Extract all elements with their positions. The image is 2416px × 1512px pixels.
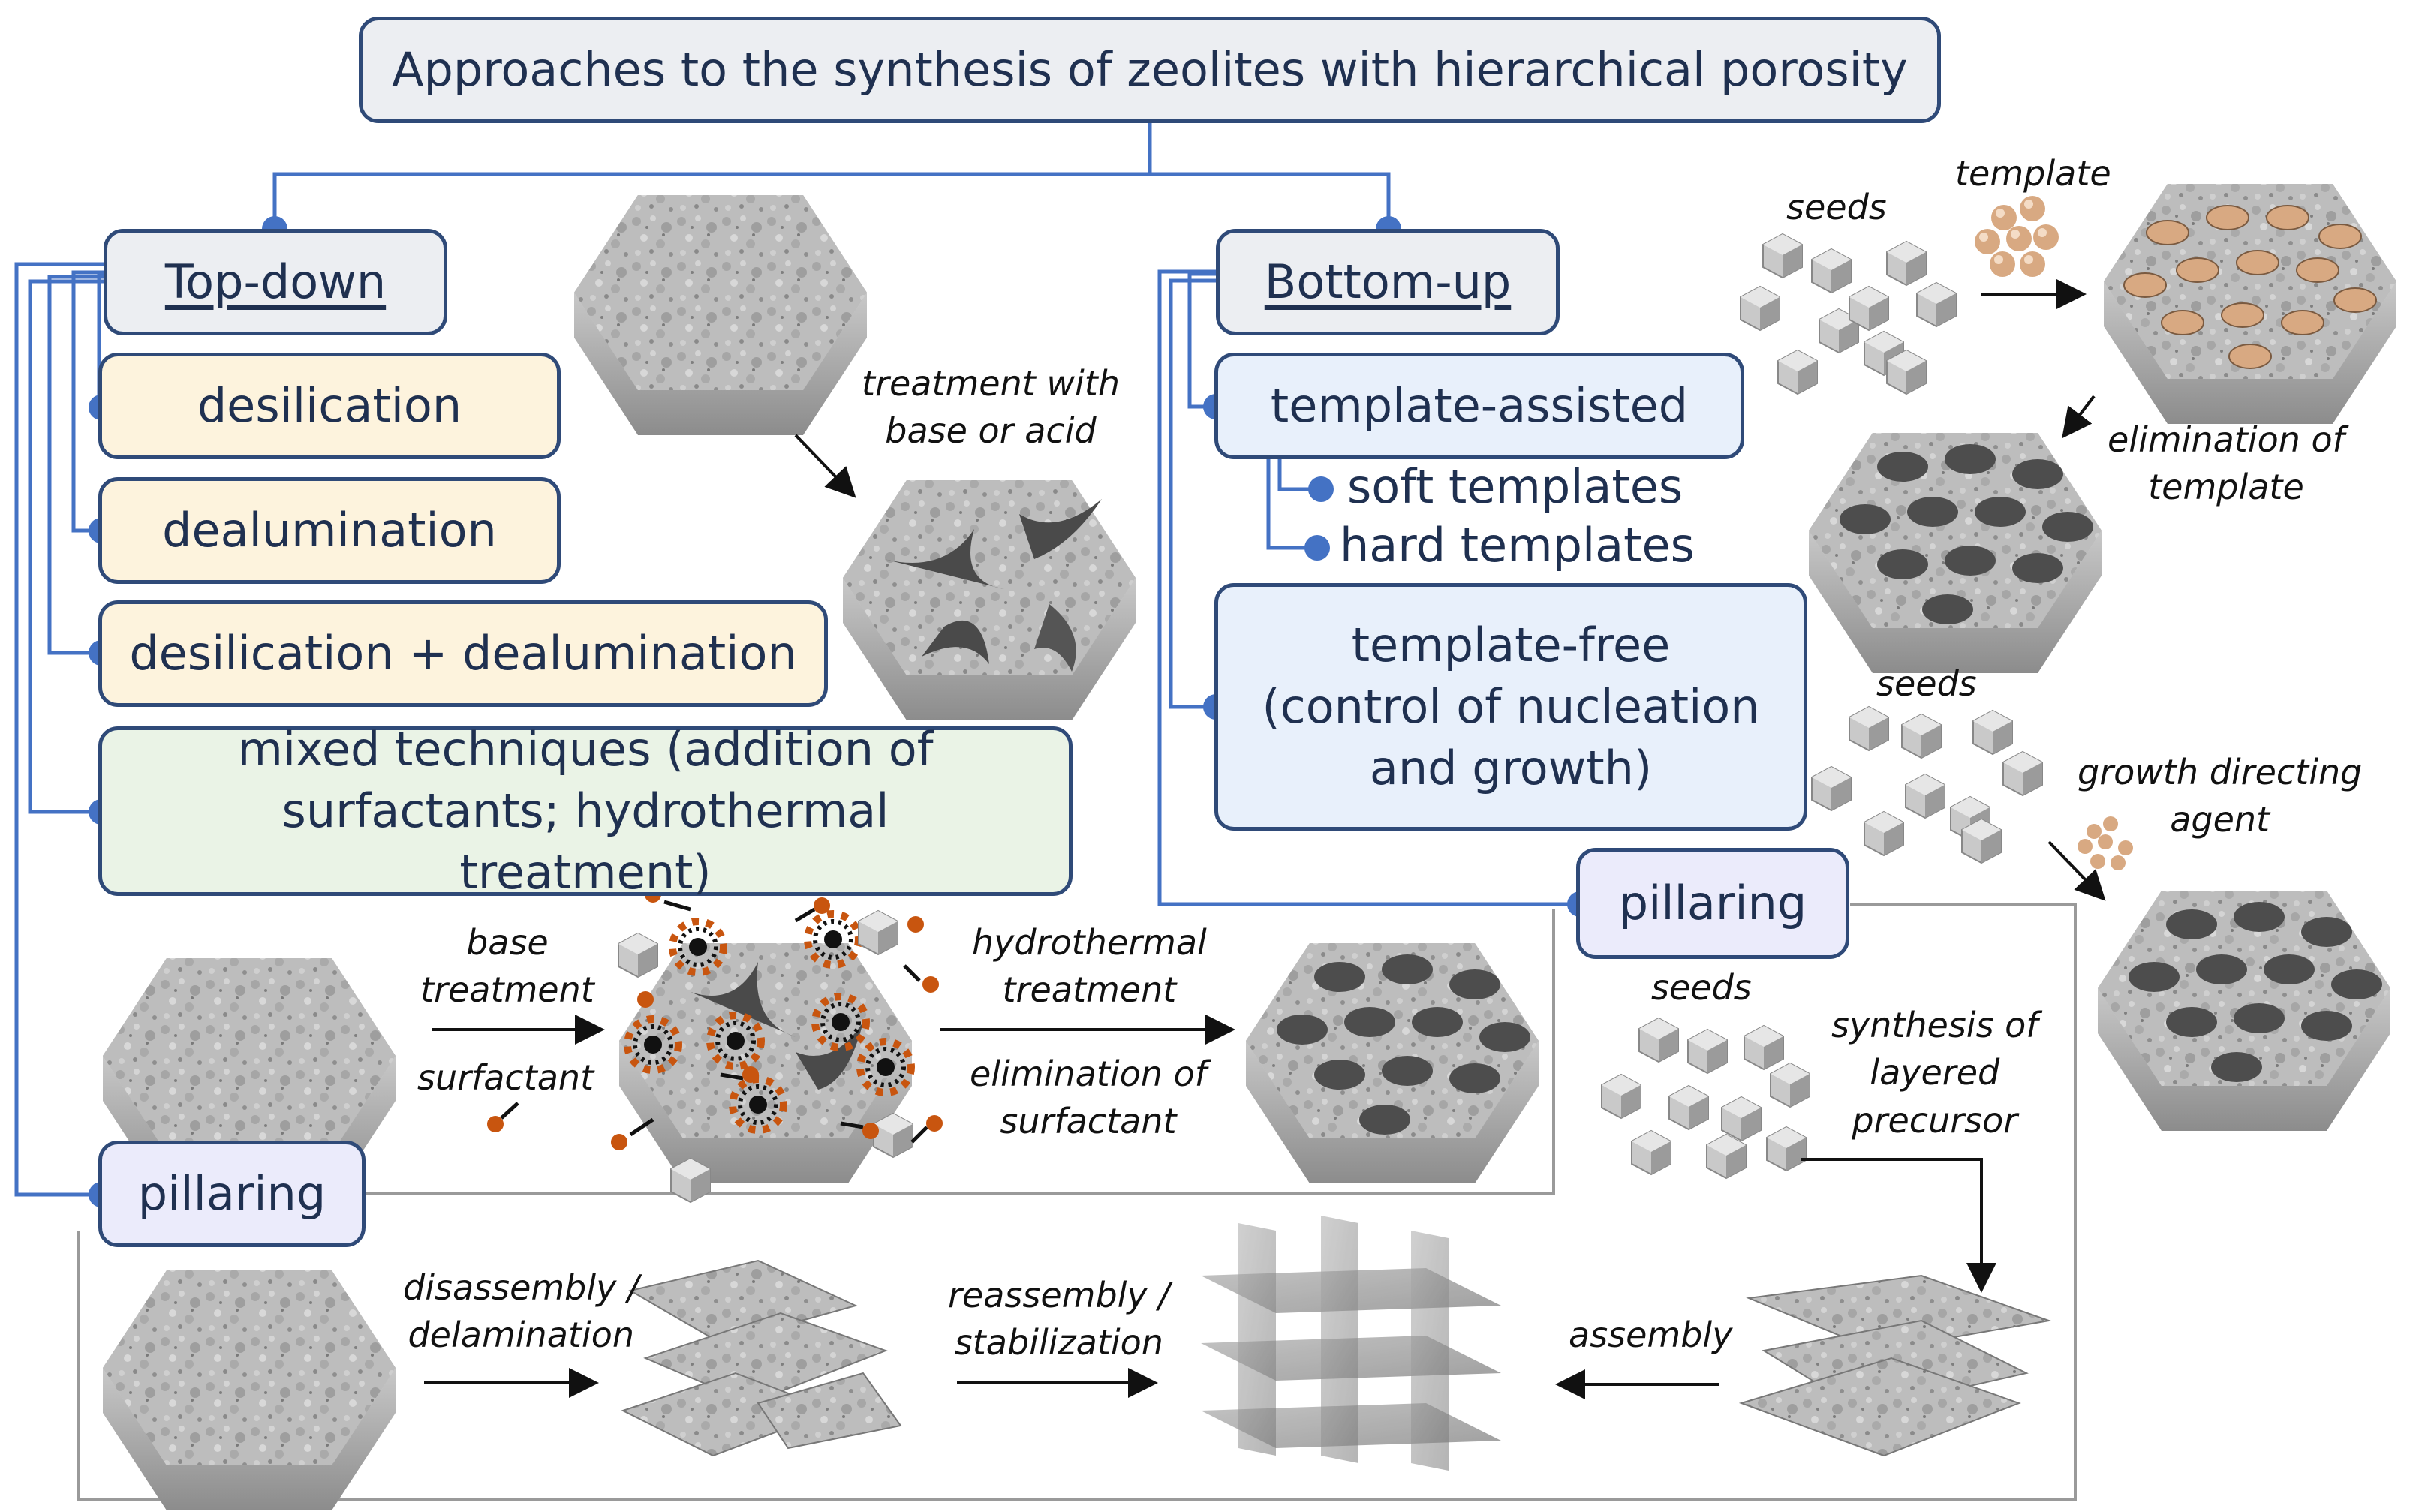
template-free-box: template-free (control of nucleation and… bbox=[1214, 583, 1807, 831]
elim-surfactant-line2: surfactant bbox=[1000, 1101, 1177, 1142]
mesoporous-crystal-image bbox=[843, 480, 1136, 720]
arrow bbox=[794, 434, 856, 498]
connector-lines bbox=[14, 122, 1580, 1197]
soft-templates-label: soft templates bbox=[1347, 459, 1683, 514]
porous-crystal-image bbox=[1246, 943, 1539, 1183]
seeds-label: seeds bbox=[1876, 663, 1977, 704]
hydrothermal-treatment-label: hydrothermal treatment bbox=[972, 919, 1207, 1015]
top-down-heading: Top-down bbox=[104, 229, 447, 335]
disassembly-line2: delamination bbox=[408, 1315, 634, 1356]
zeolite-crystal-image bbox=[103, 1270, 396, 1510]
porous-crystal-image bbox=[2098, 891, 2390, 1131]
template-assisted-box: template-assisted bbox=[1214, 353, 1744, 459]
reassembly-line1: reassembly / bbox=[948, 1275, 1170, 1315]
surfactant-label: surfactant bbox=[417, 1057, 594, 1098]
desilication-box: desilication bbox=[98, 353, 561, 459]
assembly-label: assembly bbox=[1569, 1315, 1733, 1355]
pillaring-frames bbox=[77, 903, 2077, 1501]
hydrothermal-line1: hydrothermal bbox=[972, 922, 1207, 963]
growth-directing-line1: growth directing bbox=[2078, 752, 2363, 792]
surfactant-molecule bbox=[487, 1116, 504, 1132]
growth-directing-agent-spheres bbox=[2078, 816, 2133, 870]
seed-crystals bbox=[1740, 233, 1957, 395]
mixed-techniques-box: mixed techniques (addition of surfactant… bbox=[98, 722, 1073, 900]
elimination-template-line2: template bbox=[2148, 467, 2304, 508]
arrow bbox=[2062, 395, 2096, 439]
disassembly-label: disassembly / delamination bbox=[403, 1264, 639, 1360]
template-free-line-2: (control of nucleation bbox=[1262, 679, 1760, 735]
pillared-structure-image bbox=[1201, 1216, 1501, 1471]
surfactant-molecule-tail bbox=[500, 1102, 519, 1120]
growth-directing-line2: agent bbox=[2170, 799, 2270, 840]
growth-directing-agent-label: growth directing agent bbox=[2078, 749, 2362, 844]
dealumination-box: dealumination bbox=[98, 477, 561, 584]
hydrothermal-line2: treatment bbox=[1002, 969, 1177, 1011]
synthesis-line1: synthesis of bbox=[1831, 1005, 2038, 1045]
elim-surfactant-line1: elimination of bbox=[970, 1054, 1207, 1094]
bottom-up-heading: Bottom-up bbox=[1216, 229, 1560, 335]
reassembly-line2: stabilization bbox=[954, 1322, 1163, 1363]
zeolite-crystal-image bbox=[574, 195, 867, 435]
template-free-line-1: template-free bbox=[1351, 618, 1671, 673]
treatment-label-line1: treatment with bbox=[862, 363, 1120, 404]
top-down-pillaring-box: pillaring bbox=[98, 1141, 366, 1247]
porous-crystal-image bbox=[1809, 433, 2102, 673]
desilication-dealumination-box: desilication + dealumination bbox=[98, 600, 828, 707]
disassembly-line1: disassembly / bbox=[403, 1267, 639, 1308]
synthesis-line2: layered bbox=[1870, 1052, 2000, 1093]
elimination-template-label: elimination of template bbox=[2108, 416, 2345, 512]
base-treatment-label: base treatment bbox=[420, 919, 594, 1015]
template-free-line-3: and growth) bbox=[1369, 740, 1653, 795]
elimination-template-line1: elimination of bbox=[2108, 419, 2345, 460]
elimination-surfactant-label: elimination of surfactant bbox=[970, 1051, 1207, 1146]
seed-crystals bbox=[1601, 1018, 1810, 1179]
template-filled-crystal-image bbox=[2104, 184, 2396, 424]
diagram-title: Approaches to the synthesis of zeolites … bbox=[359, 17, 1941, 123]
base-treatment-line2: treatment bbox=[420, 969, 594, 1011]
treatment-label-line2: base or acid bbox=[885, 410, 1097, 452]
template-label: template bbox=[1955, 153, 2111, 194]
layered-sheets-image bbox=[1738, 1274, 2052, 1457]
delaminated-sheets-image bbox=[621, 1259, 902, 1457]
hard-templates-label: hard templates bbox=[1340, 518, 1695, 573]
seeds-label: seeds bbox=[1786, 187, 1887, 227]
bottom-up-pillaring-box: pillaring bbox=[1576, 848, 1849, 959]
synthesis-layered-precursor-label: synthesis of layered precursor bbox=[1831, 1002, 2038, 1144]
synthesis-line3: precursor bbox=[1852, 1099, 2018, 1141]
treatment-label: treatment with base or acid bbox=[862, 360, 1120, 455]
seed-crystals bbox=[1811, 706, 2043, 864]
arrow bbox=[1801, 1158, 1996, 1293]
seeds-label: seeds bbox=[1651, 967, 1752, 1008]
arrow bbox=[2047, 840, 2106, 901]
reassembly-label: reassembly / stabilization bbox=[948, 1272, 1170, 1367]
template-spheres bbox=[1975, 196, 2059, 277]
base-treatment-line1: base bbox=[466, 922, 549, 963]
surfactant-crystal-image bbox=[611, 879, 943, 1203]
